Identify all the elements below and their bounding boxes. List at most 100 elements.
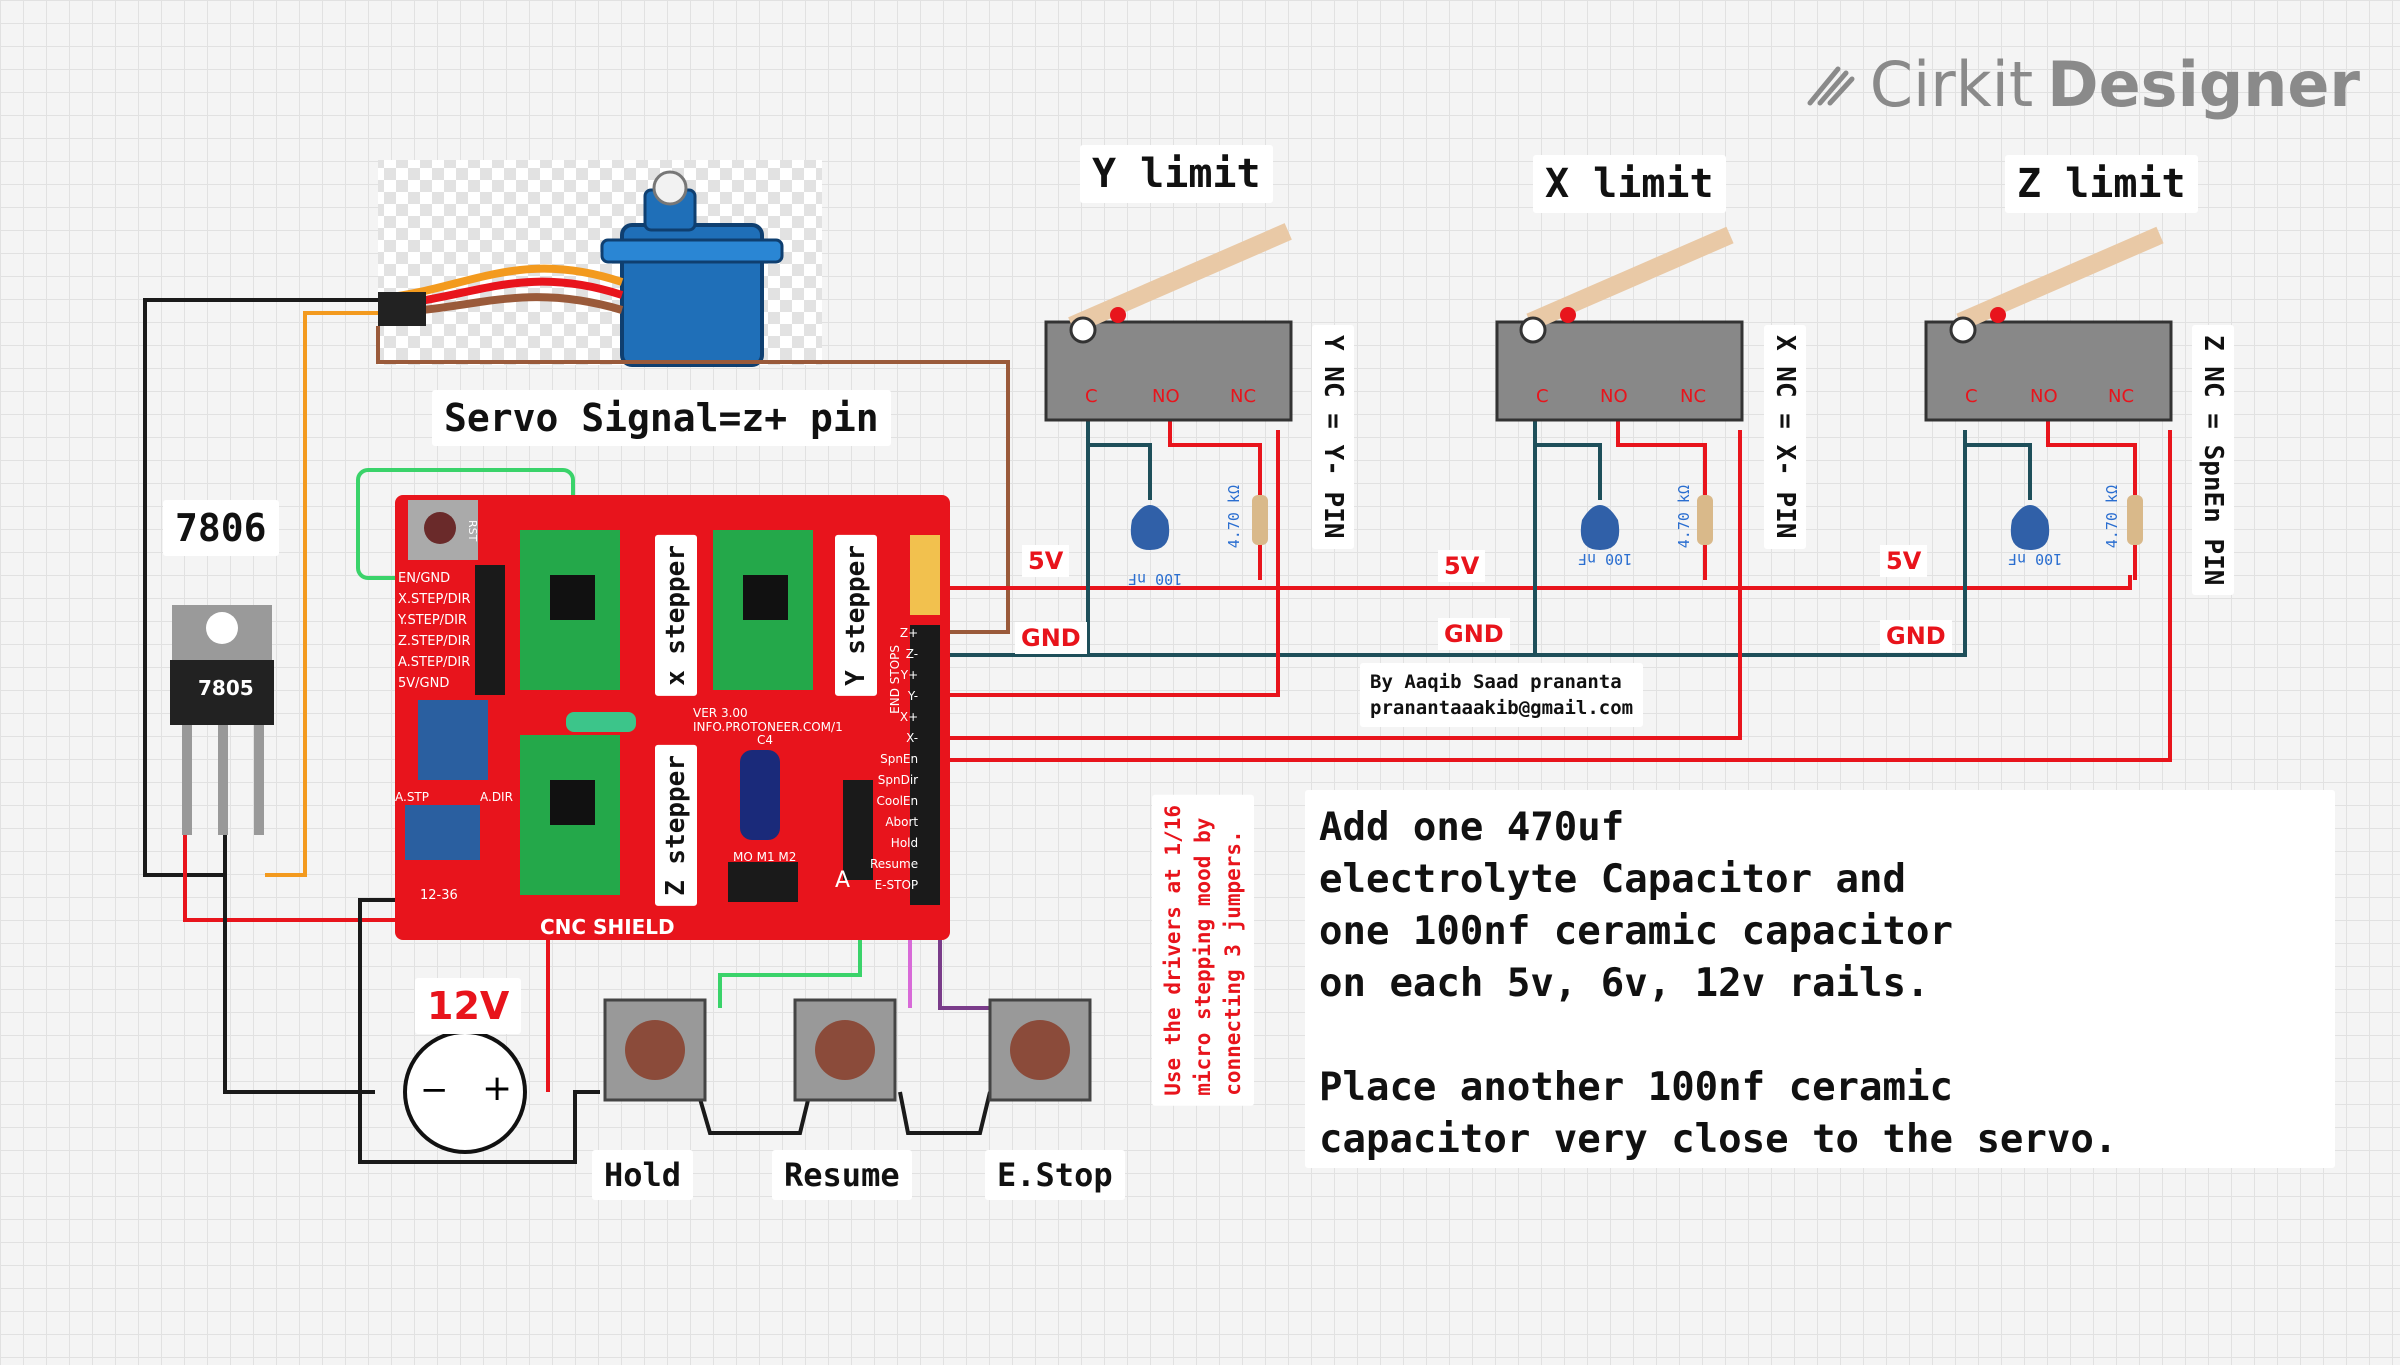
shield-right-pin: Hold (890, 836, 919, 850)
x-pin-nc: NC (1680, 386, 1707, 407)
shield-right-pin: Y+ (900, 668, 919, 682)
z-pin-nc: NC (2108, 386, 2135, 407)
y-ceramic-capacitor[interactable] (1130, 505, 1170, 550)
hold-button[interactable] (603, 998, 707, 1102)
y-pin-c: C (1085, 386, 1098, 407)
x-nc-label: X NC = X- PIN (1764, 325, 1806, 549)
dir-label: A.DIR (480, 790, 513, 804)
z-pin-no: NO (2030, 386, 2058, 407)
regulator-gnd-wire[interactable] (223, 835, 375, 1094)
shield-left-pin: X.STEP/DIR (398, 592, 471, 607)
shield-right-pin: Abort (885, 815, 919, 829)
z-limit-switch[interactable] (1924, 226, 2173, 422)
servo-power-wire[interactable] (265, 311, 378, 877)
gnd-rail[interactable] (915, 430, 1967, 657)
stp-label: A.STP (395, 790, 429, 804)
5v-label-3: 5V (1880, 545, 1928, 577)
button-chain-wire-1[interactable] (696, 1091, 812, 1135)
mode-pins-label: MO M1 M2 (733, 850, 797, 864)
shield-right-pin: Y- (907, 689, 919, 703)
pen-lines-icon (1807, 66, 1855, 105)
servo-signal-wire[interactable] (376, 326, 1010, 634)
gnd-label-2: GND (1438, 618, 1510, 650)
shield-left-pin: Z.STEP/DIR (398, 634, 471, 649)
shield-right-pin: CoolEn (876, 794, 919, 808)
y-res-wire[interactable] (1168, 420, 1262, 580)
shield-right-pin: Z+ (899, 626, 919, 640)
shield-left-pin: A.STEP/DIR (398, 655, 471, 670)
z-resistor[interactable] (2127, 495, 2143, 545)
x-limit-label: X limit (1533, 155, 1726, 213)
12v-label: 12V (415, 978, 522, 1034)
shield-version: VER 3.00 (693, 706, 748, 720)
cnc-shield-board[interactable] (395, 495, 950, 940)
brand-logo: Cirkit Designer (1804, 48, 2360, 121)
z-cap-wire[interactable] (1965, 443, 2032, 500)
y-pin-nc: NC (1230, 386, 1257, 407)
gnd-return-wire[interactable] (358, 898, 600, 1164)
y-resistor[interactable] (1252, 495, 1268, 545)
shield-left-pin: EN/GND (398, 571, 451, 586)
regulator-7806-label: 7806 (163, 500, 279, 556)
x-limit-switch[interactable] (1495, 226, 1744, 422)
shield-left-pin: 5V/GND (398, 676, 450, 691)
shield-right-pin: Z- (905, 647, 919, 661)
estop-wire[interactable] (938, 910, 990, 1010)
power-range-label: 12-36 (420, 888, 458, 903)
y-nc-label: Y NC = Y- PIN (1312, 325, 1354, 549)
a-axis-label: A (835, 868, 851, 893)
x-cap-wire[interactable] (1535, 443, 1602, 500)
x-cap-value: 100 nF (1578, 550, 1633, 568)
author-credit: By Aaqib Saad prananta prananta​aakib@gm… (1360, 663, 1644, 727)
brand-name-light: Cirkit (1869, 48, 2034, 121)
x-resistor[interactable] (1697, 495, 1713, 545)
z-stepper-label: Z stepper (655, 745, 697, 906)
y-nc-wire[interactable] (930, 430, 1280, 697)
gnd-label-3: GND (1880, 620, 1952, 652)
estop-label: E.Stop (985, 1150, 1125, 1200)
resume-label: Resume (772, 1150, 912, 1200)
y-limit-label: Y limit (1080, 145, 1273, 203)
capacitor-note: Add one 470uf electrolyte Capacitor and … (1305, 790, 2335, 1168)
gnd-label-1: GND (1015, 622, 1087, 654)
shield-right-pin: Resume (870, 857, 919, 871)
z-limit-label: Z limit (2005, 155, 2198, 213)
shield-right-pin: X+ (899, 710, 919, 724)
y-pin-no: NO (1152, 386, 1180, 407)
estop-button[interactable] (988, 998, 1092, 1102)
x-pin-c: C (1536, 386, 1549, 407)
cap-c4-label: C4 (757, 733, 774, 747)
5v-rail[interactable] (915, 575, 2132, 590)
z-ceramic-capacitor[interactable] (2010, 505, 2050, 550)
voltage-regulator[interactable] (170, 605, 274, 835)
regulator-in-wire[interactable] (183, 835, 395, 922)
button-chain-wire-2[interactable] (898, 1091, 992, 1135)
shield-left-pin: Y.STEP/DIR (398, 613, 467, 628)
x-nc-wire[interactable] (930, 430, 1742, 740)
rst-label: RST (466, 520, 479, 542)
shield-url: INFO.PROTONEER.COM/1 (693, 720, 843, 734)
x-res-value: 4.70 kΩ (1675, 485, 1693, 549)
y-cap-wire[interactable] (1088, 443, 1152, 500)
brand-name-bold: Designer (2047, 48, 2360, 121)
y-res-value: 4.70 kΩ (1225, 485, 1243, 549)
shield-right-pin: SpnEn (880, 752, 919, 766)
shield-title: CNC SHIELD (540, 915, 675, 939)
z-nc-label: Z NC = SpnEn PIN (2192, 325, 2234, 596)
y-cap-value: 100 nF (1128, 570, 1183, 588)
microstep-note: Use the drivers at 1/16 micro stepping m… (1152, 795, 1254, 1106)
z-cap-value: 100 nF (2008, 550, 2063, 568)
x-ceramic-capacitor[interactable] (1580, 505, 1620, 550)
psu-minus: − (420, 1070, 449, 1110)
resume-button[interactable] (793, 998, 897, 1102)
psu-plus: + (482, 1068, 513, 1109)
z-res-value: 4.70 kΩ (2103, 485, 2121, 549)
x-stepper-label: x stepper (655, 535, 697, 696)
z-nc-wire[interactable] (930, 430, 2172, 762)
x-pin-no: NO (1600, 386, 1628, 407)
z-pin-c: C (1965, 386, 1978, 407)
servo-motor[interactable] (378, 170, 784, 367)
y-limit-switch[interactable] (1044, 223, 1293, 422)
5v-label-2: 5V (1438, 550, 1486, 582)
